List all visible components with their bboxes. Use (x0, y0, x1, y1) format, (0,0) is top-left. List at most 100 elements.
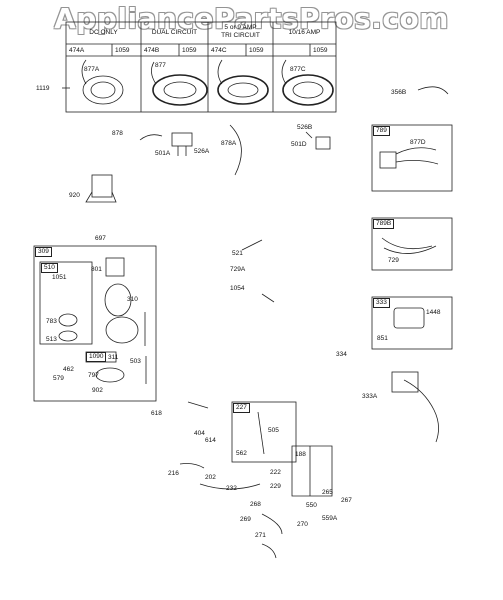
box-label-1090: 1090 (86, 352, 107, 362)
box-label-789B: 789B (373, 219, 395, 229)
box-label-474C: 474C (211, 47, 227, 54)
part-268: 268 (250, 501, 261, 508)
part-1448: 1448 (426, 309, 441, 316)
part-271: 271 (255, 532, 266, 539)
part-513: 513 (46, 336, 57, 343)
spring-216 (179, 463, 205, 469)
harness-877D (379, 147, 439, 169)
part-269: 269 (240, 516, 251, 523)
box-label-1059: 1059 (313, 47, 328, 54)
part-1051: 1051 (52, 274, 67, 281)
stator-coil-877C-small (217, 59, 269, 105)
box-label-510: 510 (41, 263, 58, 273)
box-label-227: 227 (233, 403, 250, 413)
part-265: 265 (322, 489, 333, 496)
part-216: 216 (168, 470, 179, 477)
part-334: 334 (336, 351, 347, 358)
part-462: 462 (63, 366, 74, 373)
stator-coil-877A (81, 59, 124, 105)
wire-356B (417, 86, 449, 95)
part-797: 797 (88, 372, 99, 379)
rod-618 (187, 401, 209, 409)
alternator-table-frame (65, 21, 337, 113)
header-10-16-amp: 10/16 AMP (288, 29, 321, 36)
part-521: 521 (232, 250, 243, 257)
box-label-1059: 1059 (182, 47, 197, 54)
solenoid-920 (85, 174, 117, 203)
starter-box-309 (33, 245, 157, 402)
part-902: 902 (92, 387, 103, 394)
part-188: 188 (295, 451, 306, 458)
part-801: 801 (91, 266, 102, 273)
part-404: 404 (194, 430, 205, 437)
box-label-474A: 474A (69, 47, 85, 54)
linkage-269 (261, 513, 283, 535)
part-729A: 729A (230, 266, 246, 273)
ignition-coil-1448 (393, 307, 425, 329)
cable-232 (199, 483, 261, 490)
part-878: 878 (112, 130, 123, 137)
part-356B: 356B (391, 89, 407, 96)
box-label-309: 309 (35, 247, 52, 257)
cable-521 (241, 239, 263, 251)
part-311: 311 (108, 354, 119, 361)
part-878A: 878A (221, 140, 237, 147)
header-dc-only: DC ONLY (89, 29, 118, 36)
box-label-1059: 1059 (115, 47, 130, 54)
control-bracket-188 (291, 445, 333, 497)
rectifier-501D (305, 131, 331, 150)
part-562: 562 (236, 450, 247, 457)
end-cap-797 (95, 367, 125, 383)
starter-motor-801 (104, 257, 139, 344)
part-559A: 559A (322, 515, 338, 522)
part-618: 618 (151, 410, 162, 417)
part-1054: 1054 (230, 285, 245, 292)
part-697: 697 (95, 235, 106, 242)
part-877A: 877A (84, 66, 100, 73)
part-614: 614 (205, 437, 216, 444)
pinion-783 (58, 313, 78, 342)
part-1119: 1119 (36, 85, 50, 92)
ignition-module-333A (391, 371, 419, 393)
box-label-1059: 1059 (249, 47, 264, 54)
rectifier-501A (171, 132, 193, 156)
part-232: 232 (226, 485, 237, 492)
header-tri-circuit: TRI CIRCUIT (221, 32, 260, 39)
part-526A: 526A (194, 148, 210, 155)
part-333A: 333A (362, 393, 378, 400)
governor-arm (257, 411, 265, 455)
part-920: 920 (69, 192, 80, 199)
part-579: 579 (53, 375, 64, 382)
starter-box-510 (39, 261, 93, 345)
part-501A: 501A (155, 150, 171, 157)
link-271 (261, 543, 277, 559)
part-222: 222 (270, 469, 281, 476)
part-267: 267 (341, 497, 352, 504)
part-503: 503 (130, 358, 141, 365)
part-526B: 526B (297, 124, 313, 131)
stator-coil-877C (281, 59, 334, 106)
part-505: 505 (268, 427, 279, 434)
governor-box-227 (231, 401, 297, 463)
watermark: AppliancePartsPros.com (54, 2, 449, 35)
wire-878 (139, 134, 163, 141)
part-229: 229 (270, 483, 281, 490)
header-dual-circuit: DUAL CIRCUIT (151, 29, 198, 36)
part-729: 729 (388, 257, 399, 264)
wire-878A (229, 124, 242, 176)
part-202: 202 (205, 474, 216, 481)
stator-coil-877 (151, 61, 208, 106)
part-310: 310 (127, 296, 138, 303)
part-783: 783 (46, 318, 57, 325)
header-5-or-9-amp: 5 or 9 AMP (224, 24, 257, 31)
part-877C: 877C (290, 66, 306, 73)
link-1054 (261, 293, 275, 303)
kill-wire-333A (403, 379, 439, 443)
box-label-474B: 474B (144, 47, 160, 54)
part-270: 270 (297, 521, 308, 528)
box-label-333: 333 (373, 298, 390, 308)
part-550: 550 (306, 502, 317, 509)
part-501D: 501D (291, 141, 307, 148)
